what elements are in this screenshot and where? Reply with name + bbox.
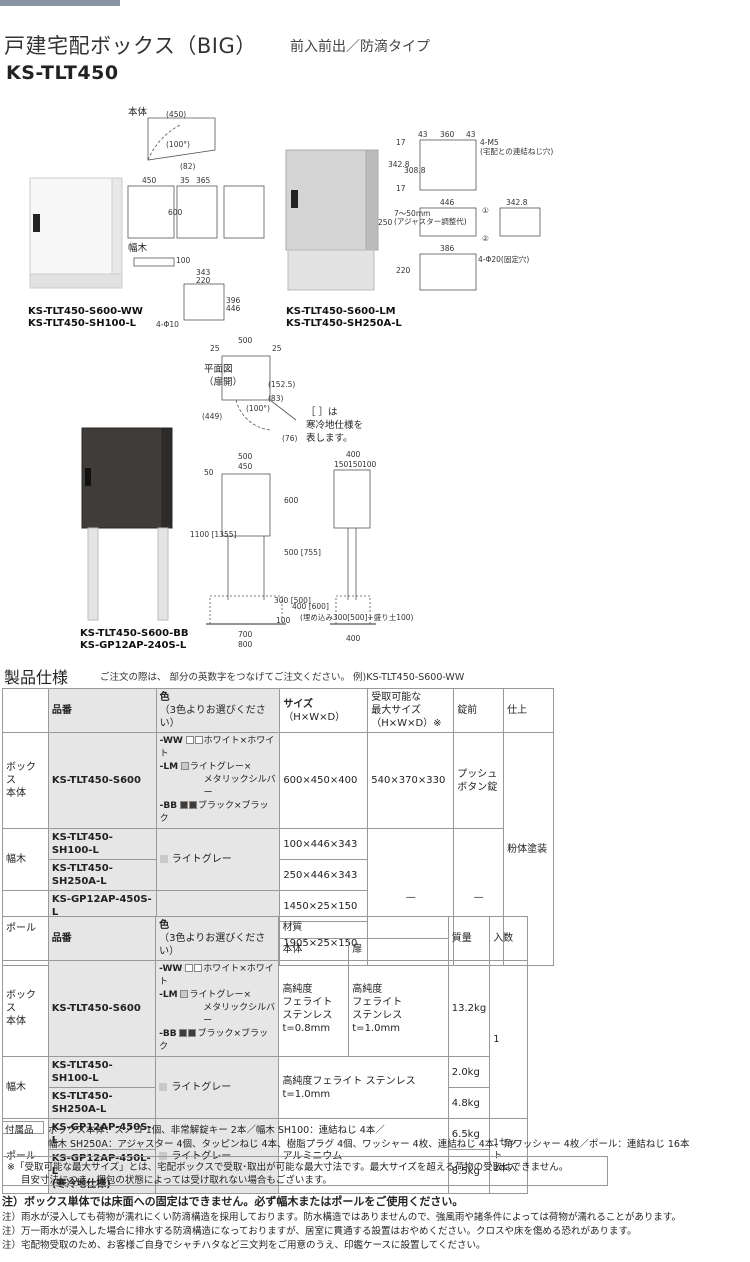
dim: 342.8: [388, 160, 410, 169]
dim: (宅配との連結ねじ穴): [480, 147, 554, 156]
size-note-line-1: ※「受取可能な最大サイズ」とは、宅配ボックスで受取･取出が可能な最大寸法です。最…: [7, 1162, 569, 1173]
dim: ②: [482, 234, 489, 243]
dim: 446: [226, 304, 241, 313]
dim: 343: [196, 268, 211, 277]
accessory-label: 付属品: [5, 1125, 34, 1136]
caption-c-1: KS-TLT450-S600-BB: [80, 628, 189, 639]
dim: 800: [238, 640, 253, 649]
note-1: 注）ボックス単体では床面への固定はできません。必ず幅木またはポールをご使用くださ…: [2, 1195, 464, 1208]
caption-b-1: KS-TLT450-S600-LM: [286, 306, 396, 317]
spec-title: 製品仕様: [4, 668, 69, 687]
dim: 500: [238, 336, 253, 345]
dim: 100: [362, 460, 377, 469]
note-2: 注）雨水が浸入しても荷物が濡れにくい防滴構造を採用しております。防水構造ではあり…: [2, 1212, 681, 1223]
spec-table-2: 品番 色（3色よりお選びください） 材質 質量 入数 本体 扉 ボックス本体 K…: [2, 916, 528, 1194]
dim: 150: [348, 460, 363, 469]
dim: 4-Φ10: [156, 320, 179, 329]
dim: 500: [238, 452, 253, 461]
caption-b-2: KS-TLT450-SH250A-L: [286, 318, 402, 329]
size-note-line-2: 目安寸法につき、梱包の状態によっては受け取れない場合もございます。: [21, 1175, 332, 1186]
page-subtitle: 前入前出／防滴タイプ: [290, 39, 430, 55]
dim: 150: [334, 460, 349, 469]
dim: (450): [166, 110, 187, 119]
dim: 4-M5: [480, 138, 499, 147]
dim: 400: [346, 634, 361, 643]
accessory-label-box: 付属品: [2, 1121, 44, 1136]
dim: 35: [180, 176, 190, 185]
cold-note-3: 表します。: [306, 433, 353, 444]
white-box-image: [29, 177, 123, 289]
dim: 400 [600]: [292, 602, 329, 611]
product-illustrations: [29, 117, 541, 625]
dim: (100°): [166, 140, 190, 149]
caption-c-2: KS-GP12AP-240S-L: [80, 640, 187, 651]
dim: 250: [378, 218, 393, 227]
dim: 396: [226, 296, 241, 305]
dim: 400: [346, 450, 361, 459]
dim: 1100 [1355]: [190, 530, 237, 539]
dim: (埋め込み300[500]+盛り土100): [300, 613, 414, 622]
dim: 50: [204, 468, 214, 477]
dim: 17: [396, 184, 406, 193]
dim: 43: [466, 130, 476, 139]
baseboard-label: 幅木: [128, 243, 148, 254]
dim: 500 [755]: [284, 548, 321, 557]
page-title: 戸建宅配ボックス（BIG）: [4, 34, 257, 58]
dim: ①: [482, 206, 489, 215]
plan-label: 平面図: [204, 364, 233, 375]
body-label: 本体: [128, 107, 148, 118]
spec-note: ご注文の際は、 部分の英数字をつなげてご注文ください。 例)KS-TLT450-…: [100, 672, 465, 683]
black-box-image: [81, 427, 173, 621]
drawing-body: [127, 117, 265, 321]
dim: (100°): [246, 404, 270, 413]
dim: 300 [500]: [274, 596, 311, 605]
dim: 342.8: [506, 198, 528, 207]
dim: 600: [168, 208, 183, 217]
dim: 308.8: [404, 166, 426, 175]
drawing-mount: [419, 139, 541, 291]
dim: 43: [418, 130, 428, 139]
dim: 220: [196, 276, 211, 285]
dim: 386: [440, 244, 455, 253]
dim: (83): [268, 394, 284, 403]
dim: 450: [142, 176, 157, 185]
dim: 25: [210, 344, 220, 353]
dim: 700: [238, 630, 253, 639]
dim: 25: [272, 344, 282, 353]
dim: (82): [180, 162, 196, 171]
note-3: 注）万一雨水が浸入した場合に排水する防滴構造になっておりますが、居室に貫通する設…: [2, 1226, 637, 1237]
plan-sub-label: （扉開）: [204, 377, 243, 388]
dim: 220: [396, 266, 411, 275]
note-4: 注）宅配物受取のため、お客様ご自身でシャチハタなど三文判をご用意のうえ、印鑑ケー…: [2, 1240, 486, 1251]
dim: (152.5): [268, 380, 296, 389]
cold-note-2: 寒冷地仕様を: [306, 420, 364, 431]
drawing-elevation: [206, 469, 376, 625]
dim: 365: [196, 176, 211, 185]
accessory-line-1: ボックス本体：スノコ 1個、非常解錠キー 2本／幅木 SH100：連結ねじ 4本…: [48, 1125, 385, 1136]
drawing-plan: [221, 355, 297, 431]
dim: 17: [396, 138, 406, 147]
dim: 446: [440, 198, 455, 207]
dim: 100: [276, 616, 291, 625]
silver-box-image: [285, 149, 379, 291]
dim: 450: [238, 462, 253, 471]
model-number: KS-TLT450: [6, 62, 119, 84]
dim: (449): [202, 412, 223, 421]
dim: 4-Φ20(固定穴): [478, 255, 530, 264]
caption-a-2: KS-TLT450-SH100-L: [28, 318, 136, 329]
dim: 7～50mm: [394, 209, 431, 218]
dim: (76): [282, 434, 298, 443]
size-note-box: ※「受取可能な最大サイズ」とは、宅配ボックスで受取･取出が可能な最大寸法です。最…: [2, 1156, 608, 1186]
dim: 360: [440, 130, 455, 139]
dim: (アジャスター調整代): [394, 217, 467, 226]
dim: 600: [284, 496, 299, 505]
top-accent-bar: [0, 0, 120, 6]
cold-note-1: ［ ］は: [306, 407, 338, 418]
dim: 100: [176, 256, 191, 265]
caption-a-1: KS-TLT450-S600-WW: [28, 306, 143, 317]
accessory-line-2: 幅木 SH250A：アジャスター 4個、タッピンねじ 4本、樹脂プラグ 4個、ワ…: [48, 1139, 690, 1150]
